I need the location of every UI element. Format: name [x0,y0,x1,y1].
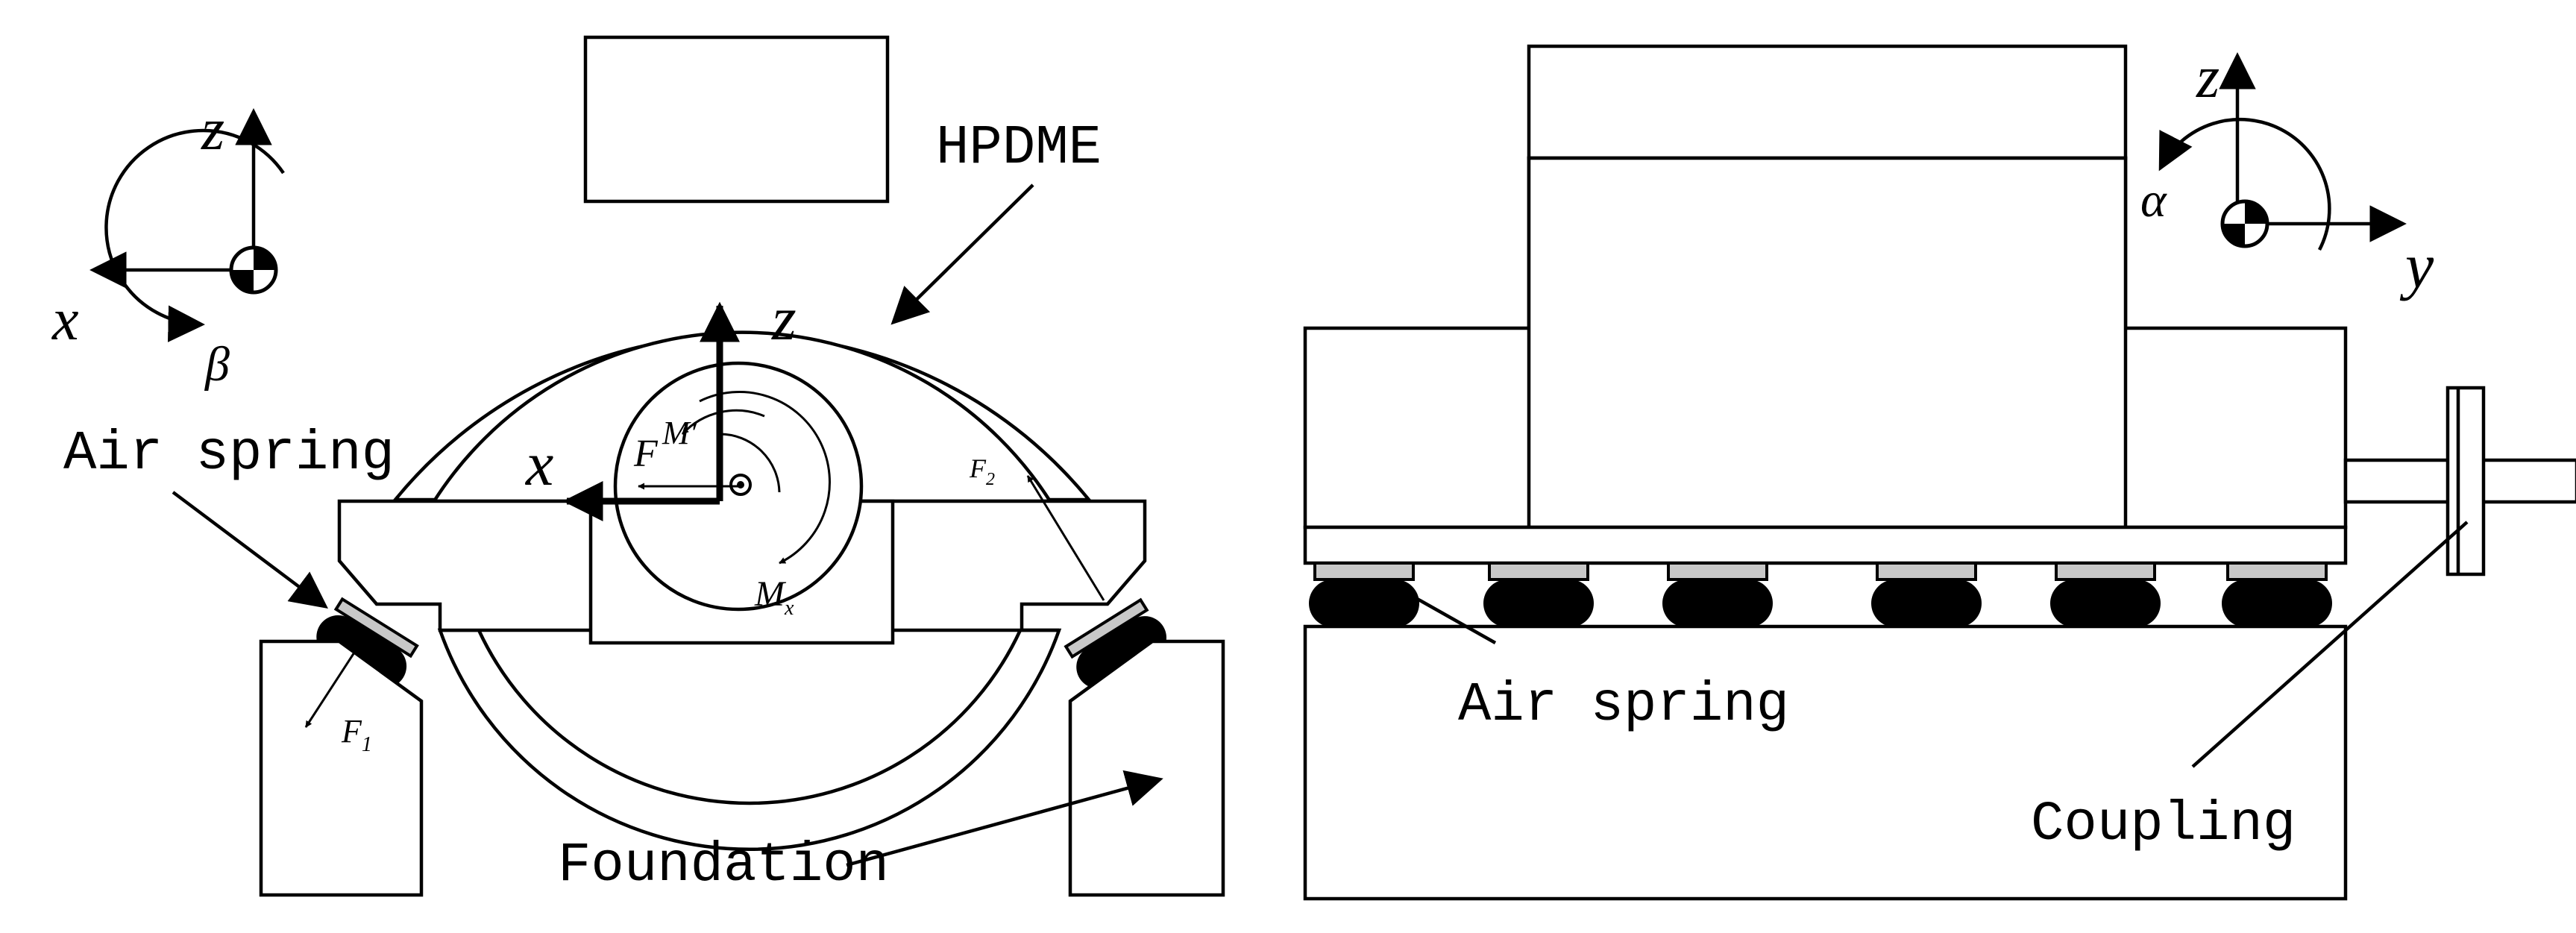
z-axis-label: z [201,97,224,163]
side-coordinate-system: z y α [2140,45,2434,301]
coupling-flange [2445,386,2486,577]
left-foundation-block [259,639,424,897]
alpha-rotation-arrow [2158,117,2331,251]
moment-mx-inner-arc [719,433,781,493]
air-spring-arrow-front [172,491,328,609]
side-base-plate [1303,525,2348,565]
side-top-box [1527,44,2128,160]
force-f1-label: F1 [341,713,372,756]
hpdme-label: HPDME [936,117,1102,180]
foundation-cradle [437,628,1062,851]
coupling-label: Coupling [2031,794,2296,856]
side-view: z y α Air spring Coupling [1303,44,2576,901]
side-origin-symbol [2220,199,2269,248]
force-f2-arrow [1026,475,1105,601]
moment-mx-label: Mx [754,574,794,620]
side-y-axis-label: y [2399,230,2434,301]
force-f1-arrow [304,652,356,728]
air-spring-label-side: Air spring [1458,674,1789,737]
x-axis-label: x [51,287,79,353]
front-coordinate-system: z x β [51,97,285,392]
moment-m-prime-label: M′ [662,415,698,451]
center-x-label: x [524,430,553,499]
moment-mx-outer-arc [699,391,831,565]
right-foundation-block [1068,639,1225,897]
side-air-spring-pointer [1412,595,1497,644]
origin-symbol [229,245,278,295]
side-middle-box-front [1527,156,2128,530]
foundation-label: Foundation [558,835,889,897]
coupling-pointer [2191,521,2469,768]
foundation-arrow [846,770,1163,867]
force-f2-label: F2 [969,453,995,489]
rotor-center [729,474,752,496]
moment-m-prime-arrow [681,409,765,436]
beta-rotation-arrow [104,128,285,342]
side-z-axis-label: z [2196,45,2220,110]
alpha-label: α [2140,173,2167,227]
center-z-label: z [771,284,797,354]
air-spring-label-front: Air spring [63,423,395,486]
motor-top-box [583,35,890,204]
front-view: z x β z x F M′ M [51,35,1225,897]
force-f-label: F [633,433,659,475]
hpdme-arrow [890,183,1034,325]
side-foundation [1303,624,2348,901]
beta-label: β [204,337,230,392]
